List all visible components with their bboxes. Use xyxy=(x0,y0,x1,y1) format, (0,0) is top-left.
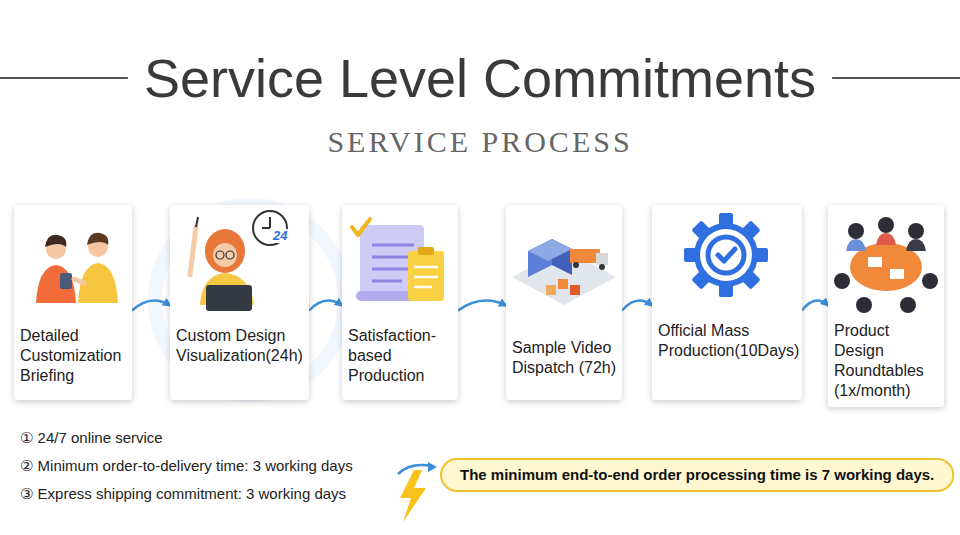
oval-shape xyxy=(441,459,953,491)
flow-arrow xyxy=(802,301,828,311)
process-card: Official Mass Production(10Days) xyxy=(652,205,802,400)
subtitle: SERVICE PROCESS xyxy=(0,124,960,160)
gear-illustration xyxy=(652,205,802,317)
step-label: Official Mass Production(10Days) xyxy=(658,321,798,361)
flow-arrow xyxy=(309,301,342,311)
title-text: Service Level Commitments xyxy=(144,48,816,108)
flow-arrow xyxy=(132,301,170,311)
highlight-oval: The minimum end-to-end order processing … xyxy=(440,458,954,492)
service-note: ① 24/7 online service xyxy=(20,428,163,448)
title: Service Level Commitments xyxy=(0,46,960,110)
service-note: ③ Express shipping commitment: 3 working… xyxy=(20,484,346,504)
designer-illustration xyxy=(170,205,305,317)
step-label: Satisfaction-based Production xyxy=(348,326,454,386)
process-card: Detailed Customization Briefing xyxy=(14,205,132,400)
flow-arrow xyxy=(622,301,652,311)
process-card: Product Design Roundtables (1x/month) xyxy=(828,205,944,407)
pointer-arrowhead xyxy=(428,462,437,472)
highlight-text: The minimum end-to-end order processing … xyxy=(460,465,934,485)
flow-arrow xyxy=(458,301,506,311)
step-label: Sample Video Dispatch (72h) xyxy=(512,338,618,378)
step-label: Product Design Roundtables (1x/month) xyxy=(834,321,940,401)
lightning-bolt xyxy=(400,470,426,522)
roundtable-illustration xyxy=(828,205,944,320)
process-card: Custom Design Visualization(24h) 24 xyxy=(170,205,309,400)
title-rule xyxy=(832,77,960,79)
process-card: Sample Video Dispatch (72h) xyxy=(506,205,622,400)
process-card: Satisfaction-based Production xyxy=(342,205,458,400)
briefing-illustration xyxy=(14,205,132,317)
document-illustration xyxy=(342,205,458,317)
service-note: ② Minimum order-to-delivery time: 3 work… xyxy=(20,456,353,476)
title-rule xyxy=(0,77,128,79)
step-label: Detailed Customization Briefing xyxy=(20,326,128,386)
warehouse-illustration xyxy=(506,205,622,330)
step-label: Custom Design Visualization(24h) xyxy=(176,326,305,366)
clock-number: 24 xyxy=(272,229,288,243)
